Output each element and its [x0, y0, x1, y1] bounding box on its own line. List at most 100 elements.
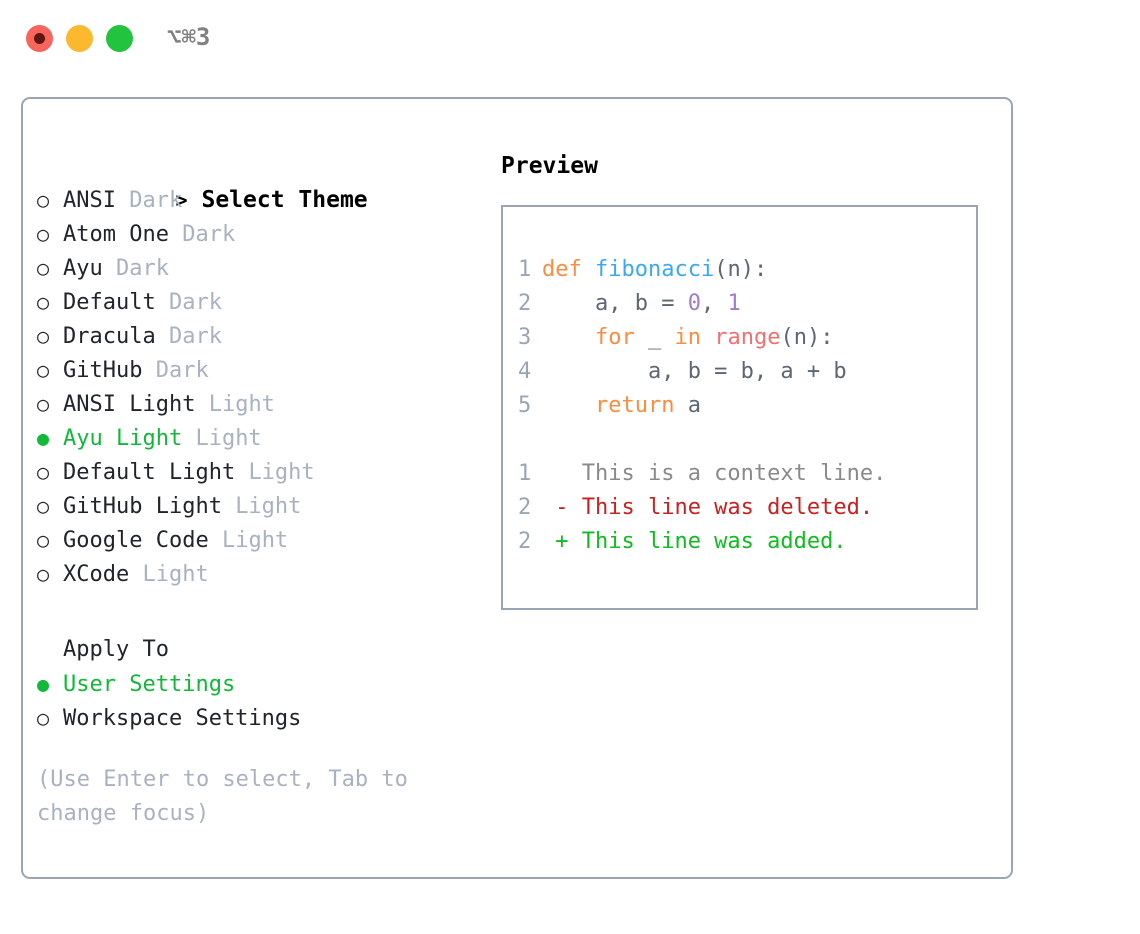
theme-option-row[interactable]: ○ANSI Light Light — [37, 387, 477, 421]
theme-option-label: ANSI — [63, 188, 130, 213]
code-line: 3 for _ in range(n): — [518, 321, 886, 355]
code-line: 1 def fibonacci(n): — [518, 253, 886, 287]
theme-option-row[interactable]: ○ GitHub Dark — [37, 353, 477, 387]
title-bar: ⌥⌘3 — [0, 0, 1140, 78]
page-title: Select Theme — [201, 187, 368, 213]
theme-option-label: Ayu Light — [63, 426, 196, 451]
theme-option-label: GitHub — [63, 358, 156, 383]
radio-unselected-icon: ○ — [37, 358, 50, 382]
theme-variant-badge: Dark — [168, 324, 222, 349]
theme-option-row[interactable]: ○Dracula Dark — [37, 319, 477, 353]
diff-text: + This line was added. — [542, 529, 847, 554]
theme-option-label: Google Code — [63, 528, 222, 553]
diff-text: This is a context line. — [542, 461, 887, 486]
list-spacer — [37, 591, 477, 633]
apply-to-section-label: Apply To — [63, 637, 169, 662]
theme-variant-badge: Light — [208, 392, 275, 417]
theme-variant-badge: Dark — [168, 290, 222, 315]
code-token: return — [594, 393, 675, 418]
theme-variant-badge: Dark — [155, 358, 209, 383]
apply-to-option-row[interactable]: ○Workspace Settings — [37, 701, 477, 735]
code-line: 4 a, b = b, a + b — [518, 355, 886, 389]
apply-to-option-label: Workspace Settings — [63, 706, 302, 731]
theme-variant-badge: Light — [221, 528, 289, 553]
maximize-window-button[interactable] — [106, 25, 133, 52]
line-number: 3 — [518, 325, 532, 350]
close-icon — [34, 33, 45, 44]
theme-option-label: Default Light — [63, 460, 249, 485]
theme-option-row[interactable]: ● Ayu Light Light — [37, 421, 477, 455]
theme-option-label: Default — [63, 290, 169, 315]
line-number: 2 — [518, 291, 532, 316]
radio-unselected-icon: ○ — [37, 188, 50, 212]
diff-text: - This line was deleted. — [542, 495, 874, 520]
theme-list-header: > Select Theme — [37, 149, 477, 213]
radio-selected-icon: ● — [37, 672, 50, 696]
theme-variant-badge: Light — [248, 460, 315, 485]
minimize-window-button[interactable] — [66, 25, 93, 52]
radio-unselected-icon: ○ — [37, 494, 50, 518]
line-number: 2 — [518, 495, 532, 520]
theme-option-row[interactable]: ○ Default Dark — [37, 285, 477, 319]
code-token — [542, 325, 595, 350]
theme-option-label: GitHub Light — [63, 494, 236, 519]
code-token: a — [674, 393, 701, 418]
code-token — [582, 257, 595, 282]
diff-line: 2 + This line was added. — [518, 525, 886, 559]
theme-variant-badge: Light — [142, 562, 209, 587]
apply-to-option-list: ●User Settings○Workspace Settings — [37, 667, 477, 735]
code-token: (n): — [714, 257, 768, 282]
line-number: 4 — [518, 359, 532, 384]
apply-to-option-row[interactable]: ●User Settings — [37, 667, 477, 701]
theme-variant-badge: Light — [195, 426, 262, 451]
diff-line: 1 This is a context line. — [518, 457, 886, 491]
code-token: , — [700, 291, 728, 316]
code-diff-separator — [518, 423, 886, 457]
theme-option-row[interactable]: ○ Ayu Dark — [37, 251, 477, 285]
radio-unselected-icon: ○ — [37, 324, 50, 348]
code-token: a, b = — [542, 291, 688, 316]
code-token: range — [714, 325, 781, 350]
radio-unselected-icon: ○ — [37, 528, 50, 552]
code-token: 0 — [687, 291, 701, 316]
theme-variant-badge: Dark — [115, 256, 169, 281]
code-line: 5 return a — [518, 389, 886, 423]
radio-unselected-icon: ○ — [37, 562, 50, 586]
code-token: def — [542, 257, 582, 282]
code-token: a, b = b, a + b — [542, 359, 847, 384]
theme-variant-badge: Dark — [129, 188, 183, 213]
radio-unselected-icon: ○ — [37, 290, 50, 314]
line-number: 1 — [518, 461, 532, 486]
keyboard-hint-text: (Use Enter to select, Tab to change focu… — [37, 767, 408, 826]
line-number: 1 — [518, 257, 532, 282]
theme-option-label: XCode — [63, 562, 143, 587]
keyboard-shortcut-label: ⌥⌘3 — [167, 23, 211, 51]
code-token: 1 — [727, 291, 741, 316]
theme-option-label: Ayu — [63, 256, 116, 281]
theme-option-list: ○ANSI Dark○Atom One Dark○Ayu Dark○Defaul… — [37, 183, 477, 591]
radio-selected-icon: ● — [37, 426, 50, 450]
theme-option-row[interactable]: ○Atom One Dark — [37, 217, 477, 251]
theme-selector-panel: >Select Theme ○ANSI Dark○Atom One Dark○A… — [21, 97, 1013, 879]
theme-option-label: ANSI Light — [63, 392, 209, 417]
code-token: _ — [634, 325, 675, 350]
prompt-caret-icon: > — [175, 188, 188, 212]
code-token: in — [674, 325, 701, 350]
code-token: fibonacci — [595, 257, 715, 282]
theme-option-row[interactable]: ○ GitHub Light Light — [37, 489, 477, 523]
code-token: (n): — [780, 325, 834, 350]
theme-option-row[interactable]: ○ XCode Light — [37, 557, 477, 591]
close-window-button[interactable] — [26, 25, 53, 52]
radio-unselected-icon: ○ — [37, 222, 50, 246]
theme-option-row[interactable]: ○ Google Code Light — [37, 523, 477, 557]
theme-variant-badge: Dark — [182, 222, 236, 247]
theme-variant-badge: Light — [235, 494, 302, 519]
radio-unselected-icon: ○ — [37, 256, 50, 280]
theme-option-row[interactable]: ○Default Light Light — [37, 455, 477, 489]
line-number: 2 — [518, 529, 532, 554]
theme-option-row[interactable]: ○ ANSI Dark — [37, 183, 477, 217]
